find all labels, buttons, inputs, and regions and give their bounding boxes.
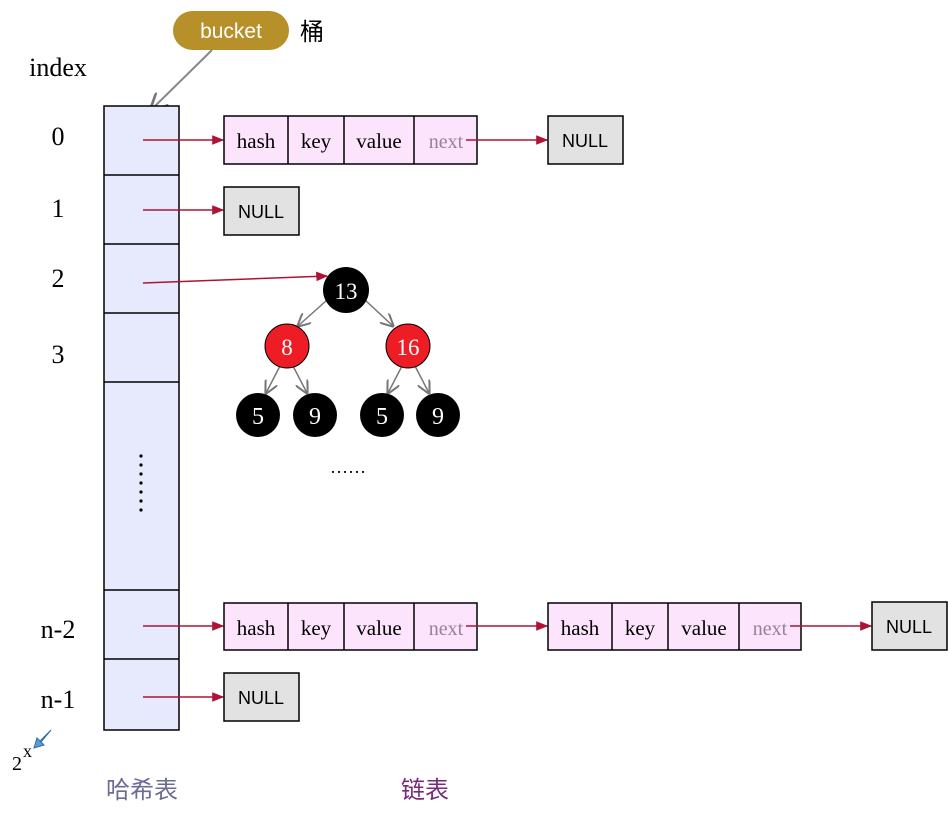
- null-label: NULL: [238, 202, 284, 222]
- entry-hash: hash: [237, 616, 276, 640]
- index-label: 3: [52, 340, 65, 369]
- entry-key: key: [301, 129, 332, 153]
- entry-next: next: [753, 618, 788, 640]
- tree-leaf: 5: [360, 393, 404, 437]
- entry-node: hash key value next: [547, 602, 802, 651]
- hash-table-label: 哈希表: [106, 777, 178, 804]
- bucket-badge-label: bucket: [200, 20, 262, 43]
- entry-hash: hash: [237, 129, 276, 153]
- index-label: 2: [52, 264, 65, 293]
- entry-node: hash key value next: [223, 602, 478, 651]
- tree-leaf: 5: [236, 393, 280, 437]
- bucket-cn-label: 桶: [300, 19, 324, 46]
- null-node: NULL: [547, 115, 624, 165]
- size-exponent: x: [23, 741, 32, 761]
- linked-list-label: 链表: [401, 777, 449, 804]
- tree-edges: [266, 299, 429, 393]
- entry-value: value: [356, 616, 401, 640]
- index-label: n-1: [41, 685, 76, 714]
- tree-leaf: 9: [416, 393, 460, 437]
- index-label: 1: [52, 194, 65, 223]
- bucket-dots: [139, 454, 143, 512]
- tree-node-label: 9: [309, 404, 321, 430]
- tree-node-label: 16: [397, 335, 420, 360]
- bucket-pointer-arrow: [151, 49, 213, 110]
- index-label: 0: [52, 122, 65, 151]
- tree-node-label: 5: [252, 404, 264, 430]
- null-label: NULL: [562, 131, 608, 151]
- null-node: NULL: [223, 186, 300, 236]
- null-label: NULL: [238, 688, 284, 708]
- tree-node-label: 13: [335, 279, 358, 304]
- size-base: 2: [12, 753, 22, 775]
- tree-node-label: 5: [376, 404, 388, 430]
- entry-key: key: [625, 616, 656, 640]
- tree-ellipsis: ……: [330, 457, 366, 477]
- tree-node-root: 13: [323, 267, 369, 313]
- tree-leaf: 9: [293, 393, 337, 437]
- index-label: n-2: [41, 615, 76, 644]
- entry-next: next: [429, 131, 464, 153]
- size-arrow-icon: [33, 729, 52, 749]
- tree-node-label: 8: [281, 335, 293, 360]
- entry-hash: hash: [561, 616, 600, 640]
- entry-key: key: [301, 616, 332, 640]
- bucket-array: [103, 105, 180, 731]
- index-header: index: [29, 53, 87, 82]
- entry-value: value: [681, 616, 726, 640]
- null-node: NULL: [871, 601, 948, 651]
- entry-node: hash key value next: [223, 115, 478, 165]
- tree-node-right: 16: [385, 323, 431, 369]
- tree-node-label: 9: [432, 404, 444, 430]
- null-node: NULL: [223, 672, 300, 722]
- entry-next: next: [429, 618, 464, 640]
- bucket-badge: bucket: [173, 11, 289, 50]
- entry-value: value: [356, 129, 401, 153]
- pointer-arrow: [142, 271, 329, 284]
- null-label: NULL: [886, 617, 932, 637]
- tree-node-left: 8: [264, 323, 310, 369]
